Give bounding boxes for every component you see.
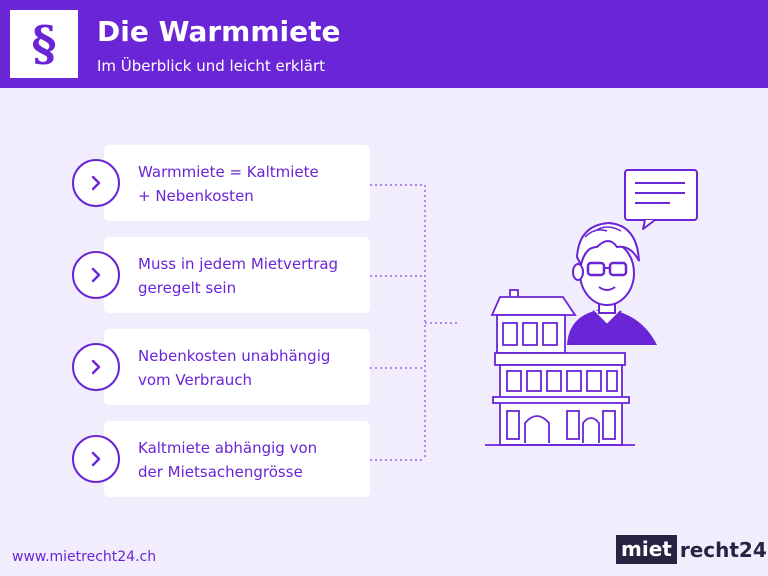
info-line-1: Nebenkosten unabhängig <box>138 347 331 365</box>
info-line-2: vom Verbrauch <box>138 371 253 389</box>
info-item-2: Muss in jedem Mietvertrag geregelt sein <box>72 237 372 313</box>
page-subtitle: Im Überblick und leicht erklärt <box>97 57 326 75</box>
building-illustration <box>485 289 635 446</box>
chevron-right-icon <box>72 251 120 299</box>
info-line-1: Warmmiete = Kaltmiete <box>138 163 319 181</box>
website-link[interactable]: www.mietrecht24.ch <box>12 549 157 565</box>
illustration <box>485 169 698 446</box>
info-line-1: Muss in jedem Mietvertrag <box>138 255 339 273</box>
info-line-2: geregelt sein <box>138 279 237 297</box>
info-text: Nebenkosten unabhängig vom Verbrauch <box>138 344 368 392</box>
info-item-3: Nebenkosten unabhängig vom Verbrauch <box>72 329 372 405</box>
info-line-1: Kaltmiete abhängig von <box>138 439 318 457</box>
info-line-2: der Mietsachengrösse <box>138 463 303 481</box>
paragraph-icon: § <box>10 10 78 78</box>
info-card <box>104 421 370 497</box>
info-card <box>104 329 370 405</box>
info-card <box>104 145 370 221</box>
info-line-2: + Nebenkosten <box>138 187 254 205</box>
dotted-connector <box>370 184 460 461</box>
page-title: Die Warmmiete <box>97 15 341 48</box>
info-item-1: Warmmiete = Kaltmiete + Nebenkosten <box>72 145 372 221</box>
chevron-right-icon <box>72 343 120 391</box>
speech-bubble-icon <box>624 169 698 230</box>
brand-logo-part1: miet <box>616 535 677 564</box>
brand-logo: miet recht24 <box>616 535 767 564</box>
person-with-glasses-illustration <box>567 221 657 345</box>
info-text: Muss in jedem Mietvertrag geregelt sein <box>138 252 368 300</box>
info-card <box>104 237 370 313</box>
info-item-4: Kaltmiete abhängig von der Mietsachengrö… <box>72 421 372 497</box>
paragraph-symbol: § <box>31 16 57 72</box>
info-text: Kaltmiete abhängig von der Mietsachengrö… <box>138 436 368 484</box>
header-banner: § Die Warmmiete Im Überblick und leicht … <box>0 0 768 88</box>
info-text: Warmmiete = Kaltmiete + Nebenkosten <box>138 160 368 208</box>
chevron-right-icon <box>72 159 120 207</box>
chevron-right-icon <box>72 435 120 483</box>
brand-logo-part2: recht24 <box>679 537 767 562</box>
